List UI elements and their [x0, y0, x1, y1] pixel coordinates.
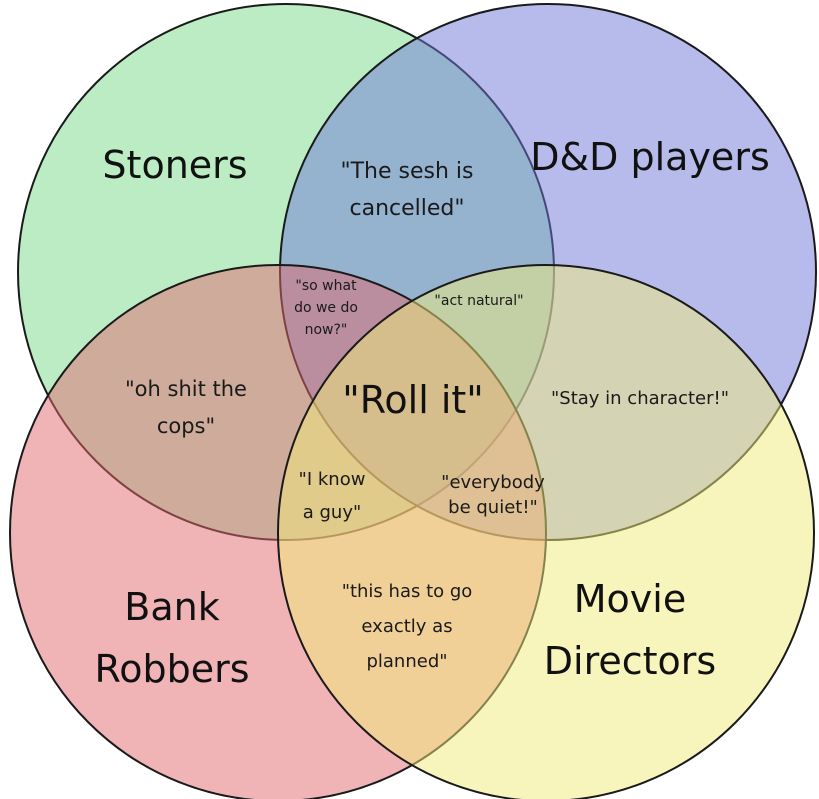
intersection-label-stoners-dnd-line: cancelled" — [350, 196, 465, 221]
intersection-label-stoners-bank-movie-line: "I know — [299, 469, 366, 490]
intersection-label-dnd-movie: "Stay in character!" — [551, 388, 729, 409]
intersection-label-bank-movie-line: exactly as — [361, 616, 452, 637]
intersection-label-stoners-bank-line: "oh shit the — [125, 377, 247, 401]
intersection-label-stoners-dnd-bank-line: do we do — [294, 300, 358, 316]
intersection-label-stoners-dnd-bank-line: now?" — [305, 322, 348, 338]
set-label-dnd: D&D players — [530, 135, 770, 179]
intersection-label-stoners-dnd-movie: "act natural" — [434, 293, 523, 309]
intersection-label-stoners-dnd-movie-line: "act natural" — [434, 293, 523, 309]
intersection-label-dnd-bank-movie-line: be quiet!" — [448, 497, 538, 518]
intersection-label-stoners-dnd-bank: "so what do we do now?" — [294, 278, 358, 338]
set-label-movie-line: Movie — [574, 577, 686, 621]
intersection-label-stoners-dnd: "The sesh is cancelled" — [341, 159, 474, 221]
intersection-label-all: "Roll it" — [342, 378, 484, 422]
circle-movie — [277, 264, 815, 799]
intersection-label-stoners-bank-movie: "I know a guy" — [299, 469, 366, 523]
intersection-label-bank-movie-line: "this has to go — [342, 581, 473, 602]
intersection-label-all-line: "Roll it" — [342, 378, 484, 422]
intersection-label-stoners-dnd-bank-line: "so what — [295, 278, 357, 294]
set-label-movie-line: Directors — [544, 639, 716, 683]
set-label-stoners-line: Stoners — [102, 143, 247, 187]
intersection-label-stoners-dnd-line: "The sesh is — [341, 159, 474, 184]
intersection-label-dnd-bank-movie-line: "everybody — [441, 472, 545, 493]
intersection-label-bank-movie-line: planned" — [366, 651, 447, 672]
intersection-label-dnd-movie-line: "Stay in character!" — [551, 388, 729, 409]
intersection-label-stoners-bank: "oh shit the cops" — [125, 377, 247, 438]
set-label-bank-line: Bank — [124, 585, 219, 629]
set-label-dnd-line: D&D players — [530, 135, 770, 179]
circles-group — [9, 3, 817, 799]
intersection-label-bank-movie: "this has to go exactly as planned" — [342, 581, 473, 672]
set-label-stoners: Stoners — [102, 143, 247, 187]
set-label-bank-line: Robbers — [95, 647, 250, 691]
intersection-label-stoners-bank-line: cops" — [157, 414, 215, 438]
intersection-label-stoners-bank-movie-line: a guy" — [303, 502, 362, 523]
intersection-label-dnd-bank-movie: "everybody be quiet!" — [441, 472, 545, 518]
